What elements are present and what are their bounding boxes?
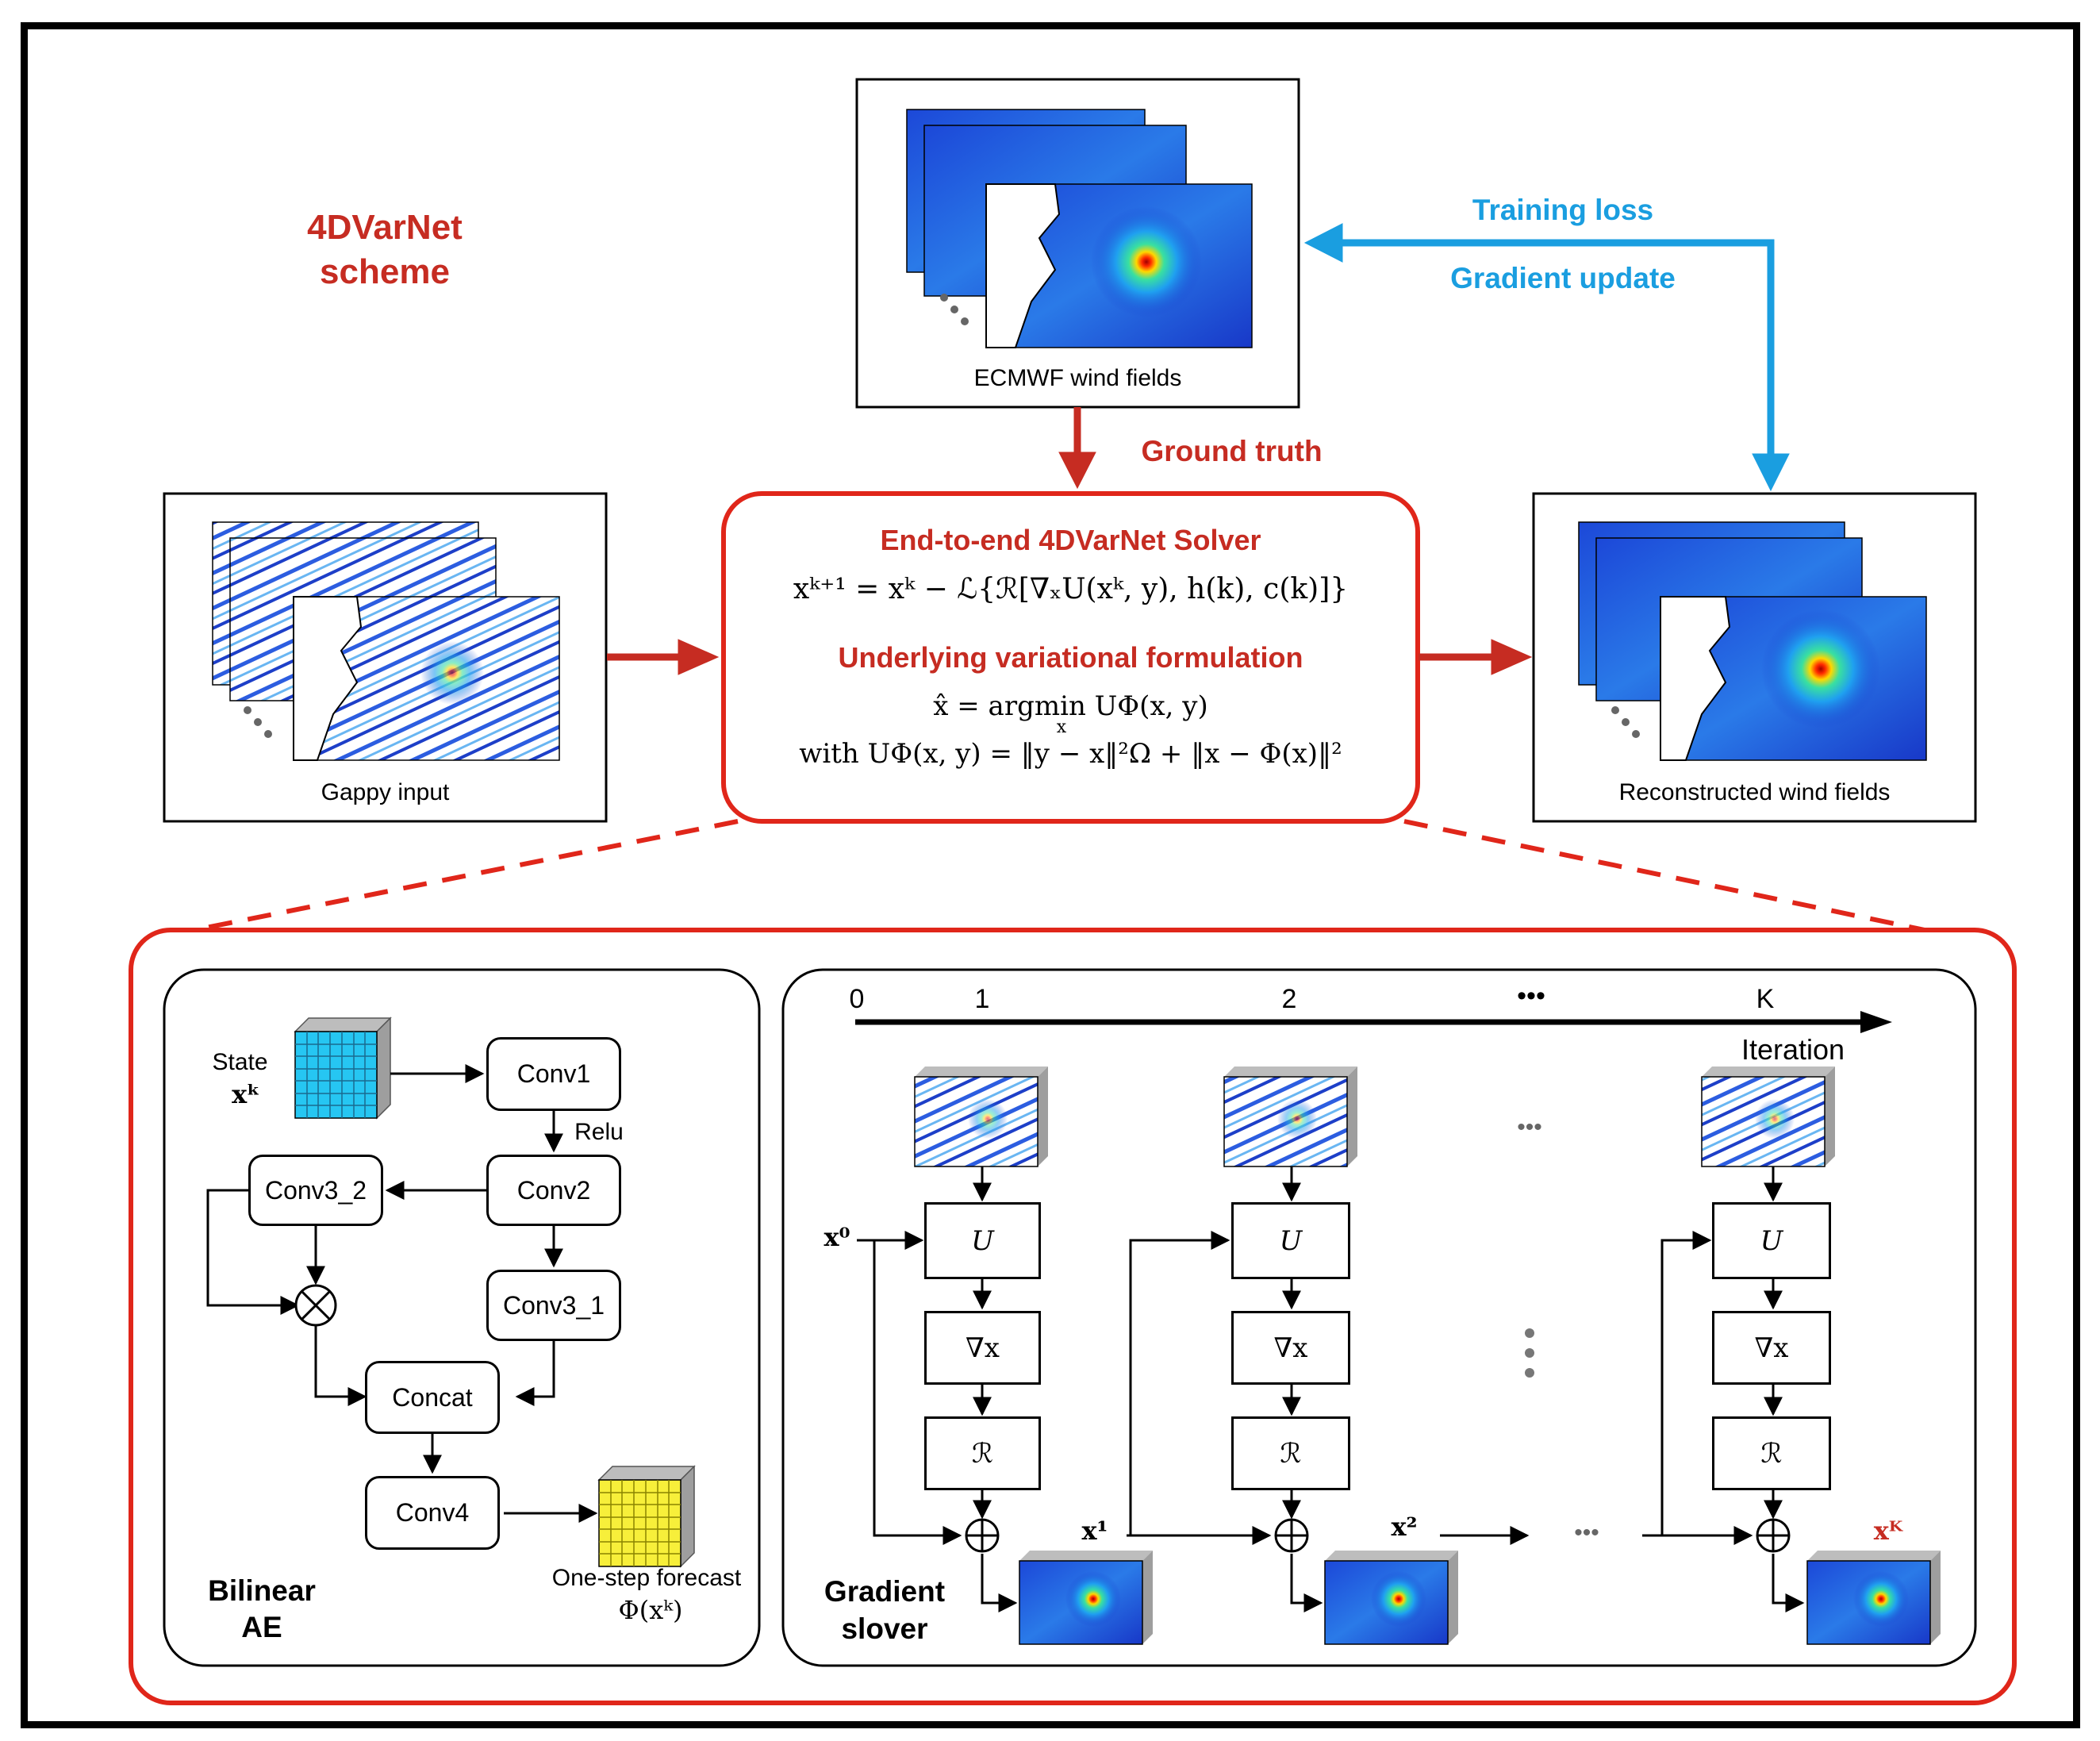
solver-name-line2: slover — [841, 1612, 928, 1645]
vertical-ellipsis — [1525, 1328, 1534, 1378]
flow-arrows — [607, 407, 1533, 675]
scheme-title-line2: scheme — [320, 252, 450, 291]
mid-dots: ••• — [1517, 1114, 1542, 1140]
update-equation: xᵏ⁺¹ = xᵏ − ℒ{ℛ[∇ₓU(xᵏ, y), h(k), c(k)]} — [793, 573, 1349, 605]
u-block-k: U — [1712, 1202, 1831, 1279]
argmin-subscript: x — [1056, 717, 1067, 737]
x2-label: x² — [1391, 1512, 1418, 1542]
solver-detail-panel — [781, 968, 1977, 1667]
solver-connectors — [857, 1166, 1805, 1612]
ground-truth-label: Ground truth — [1141, 435, 1323, 467]
training-loss-label: Training loss — [1472, 194, 1654, 226]
outer-frame — [21, 22, 2080, 1728]
tick-2: 2 — [1281, 984, 1297, 1014]
reconstructed-caption: Reconstructed wind fields — [1618, 779, 1891, 805]
loss-equation: with UΦ(x, y) = ‖y − x‖²Ω + ‖x − Φ(x)‖² — [799, 738, 1342, 770]
grad-block-1: ∇x — [924, 1311, 1041, 1385]
ecmwf-map-stack — [906, 109, 1253, 348]
grad-block-2: ∇x — [1231, 1311, 1350, 1385]
tick-k: K — [1756, 984, 1775, 1014]
zoom-dashes — [182, 819, 1937, 935]
solver-title: End-to-end 4DVarNet Solver — [880, 524, 1261, 556]
forecast-variable: Φ(xᵏ) — [618, 1595, 683, 1625]
conv3-2-block: Conv3_2 — [248, 1155, 383, 1226]
conv2-block: Conv2 — [486, 1155, 621, 1226]
multiply-node — [294, 1284, 337, 1327]
r-block-k: ℛ — [1712, 1416, 1831, 1490]
forecast-label: One-step forecast — [551, 1565, 742, 1591]
x0-label: x⁰ — [823, 1222, 850, 1252]
gappy-caption: Gappy input — [321, 779, 450, 805]
tick-1: 1 — [974, 984, 990, 1014]
gradient-update-label: Gradient update — [1450, 262, 1676, 294]
argmin-equation: x̂ = argmin UΦ(x, y) — [933, 690, 1208, 722]
ae-name-line2: AE — [241, 1611, 282, 1643]
solver-name-line1: Gradient — [823, 1575, 946, 1608]
state-grid-cube — [294, 1017, 392, 1120]
tick-0: 0 — [849, 984, 865, 1014]
conv4-block: Conv4 — [365, 1476, 500, 1550]
r-block-1: ℛ — [924, 1416, 1041, 1490]
training-loss-arrow — [1303, 223, 1790, 492]
solver-subtitle: Underlying variational formulation — [838, 641, 1303, 674]
state-label: State — [212, 1049, 268, 1075]
iteration-label: Iteration — [1741, 1033, 1845, 1066]
xk-label: xᴷ — [1873, 1516, 1903, 1546]
scheme-title-line1: 4DVarNet — [307, 208, 463, 247]
conv1-block: Conv1 — [486, 1037, 621, 1111]
iteration-thumbnails — [914, 1067, 1941, 1645]
ae-name-line1: Bilinear — [208, 1574, 316, 1607]
grad-block-k: ∇x — [1712, 1311, 1831, 1385]
u-block-1: U — [924, 1202, 1041, 1279]
add-nodes — [965, 1518, 1791, 1553]
u-block-2: U — [1231, 1202, 1350, 1279]
bottom-dots: ••• — [1574, 1520, 1599, 1546]
gappy-input-panel — [163, 492, 608, 823]
x1-label: x¹ — [1081, 1516, 1108, 1546]
reconstructed-panel — [1532, 492, 1977, 823]
conv3-1-block: Conv3_1 — [486, 1270, 621, 1341]
ecmwf-caption: ECMWF wind fields — [973, 365, 1182, 391]
forecast-grid-cube — [597, 1465, 696, 1568]
concat-block: Concat — [365, 1361, 500, 1434]
ecmwf-panel — [855, 78, 1300, 409]
solver-box — [721, 491, 1420, 824]
iteration-axis — [855, 1011, 1892, 1033]
tick-dots: ••• — [1517, 981, 1545, 1011]
r-block-2: ℛ — [1231, 1416, 1350, 1490]
ae-connectors — [206, 1064, 598, 1523]
state-variable: xᵏ — [232, 1079, 260, 1109]
relu-label: Relu — [574, 1119, 624, 1145]
